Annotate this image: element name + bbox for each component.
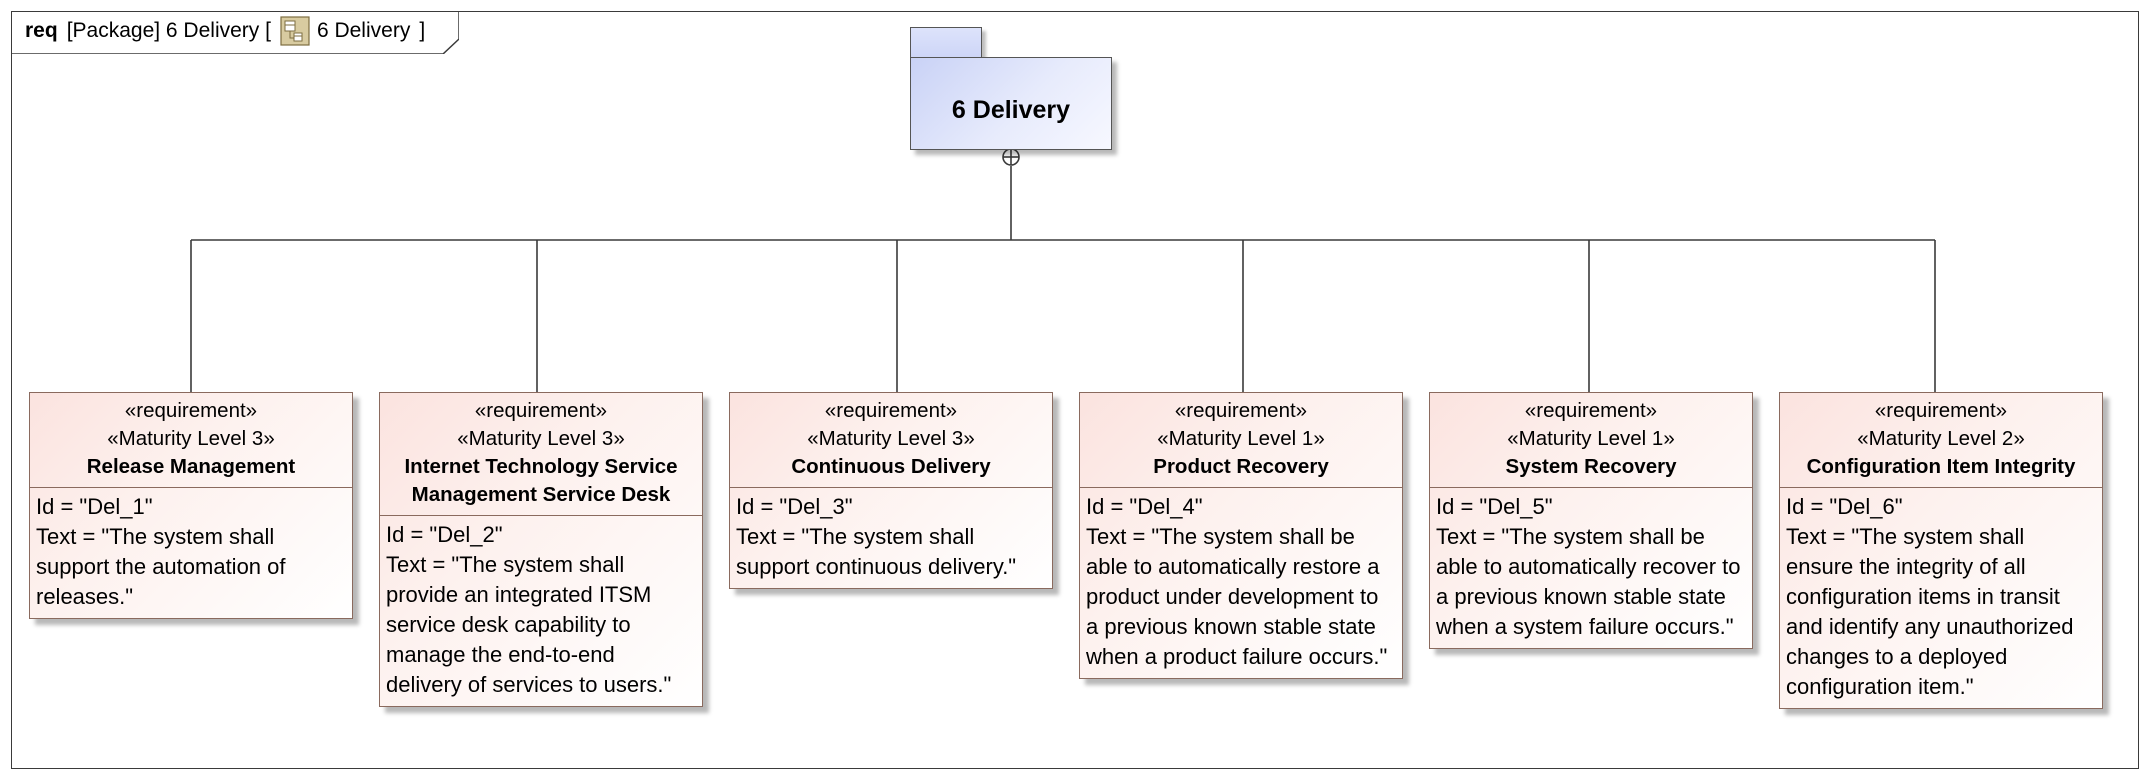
requirement-text: Text = "The system shall be able to auto… (1086, 524, 1388, 669)
requirement-continuous-delivery[interactable]: «requirement» «Maturity Level 3» Continu… (729, 392, 1053, 589)
package-6-delivery[interactable]: 6 Delivery (910, 27, 1112, 150)
requirement-maturity: «Maturity Level 1» (1157, 427, 1325, 450)
requirement-id: Id = "Del_5" (1436, 494, 1553, 519)
requirement-stereotype: «requirement» (1524, 399, 1658, 422)
diagram-header-target: 6 Delivery (316, 19, 411, 42)
requirement-stereotype: «requirement» (1874, 399, 2008, 422)
requirement-name: Continuous Delivery (791, 455, 991, 478)
requirement-header: «requirement» «Maturity Level 1» System … (1430, 393, 1752, 488)
requirement-header: «requirement» «Maturity Level 3» Continu… (730, 393, 1052, 488)
requirement-name: System Recovery (1505, 455, 1677, 478)
package-folder-icon (910, 27, 982, 59)
package-body: 6 Delivery (910, 57, 1112, 150)
requirement-text: Text = "The system shall support continu… (736, 524, 1017, 579)
requirement-body: Id = "Del_1" Text = "The system shall su… (30, 488, 352, 618)
requirement-name: Product Recovery (1153, 455, 1329, 478)
requirement-product-recovery[interactable]: «requirement» «Maturity Level 1» Product… (1079, 392, 1403, 679)
requirement-id: Id = "Del_4" (1086, 494, 1203, 519)
requirement-id: Id = "Del_2" (386, 522, 503, 547)
requirement-text: Text = "The system shall be able to auto… (1436, 524, 1741, 639)
requirement-body: Id = "Del_3" Text = "The system shall su… (730, 488, 1052, 588)
requirement-maturity: «Maturity Level 2» (1857, 427, 2025, 450)
requirement-maturity: «Maturity Level 1» (1507, 427, 1675, 450)
requirement-name: Internet Technology Service Management S… (404, 455, 678, 506)
requirement-release-management[interactable]: «requirement» «Maturity Level 3» Release… (29, 392, 353, 619)
requirement-id: Id = "Del_6" (1786, 494, 1903, 519)
requirement-text: Text = "The system shall ensure the inte… (1786, 524, 2074, 699)
requirement-body: Id = "Del_4" Text = "The system shall be… (1080, 488, 1402, 678)
requirement-stereotype: «requirement» (124, 399, 258, 422)
header-tab-outline (11, 11, 459, 54)
requirement-name: Release Management (86, 455, 296, 478)
requirement-name: Configuration Item Integrity (1806, 455, 2076, 478)
requirement-maturity: «Maturity Level 3» (457, 427, 625, 450)
requirement-body: Id = "Del_5" Text = "The system shall be… (1430, 488, 1752, 648)
requirement-body: Id = "Del_2" Text = "The system shall pr… (380, 516, 702, 706)
requirement-header: «requirement» «Maturity Level 2» Configu… (1780, 393, 2102, 488)
requirement-maturity: «Maturity Level 3» (807, 427, 975, 450)
diagram-frame (11, 11, 2139, 769)
requirement-id: Id = "Del_1" (36, 494, 153, 519)
diagram-header-close: ] (419, 19, 426, 42)
requirement-itsm-service-desk[interactable]: «requirement» «Maturity Level 3» Interne… (379, 392, 703, 707)
requirement-stereotype: «requirement» (1174, 399, 1308, 422)
requirement-text: Text = "The system shall provide an inte… (386, 552, 672, 697)
package-diagram-icon (280, 16, 310, 46)
diagram-kind: req (25, 19, 58, 42)
diagram-header-tab: req [Package] 6 Delivery [ 6 Delivery ] (11, 11, 459, 54)
diagram-header-label: [Package] 6 Delivery [ (66, 19, 271, 42)
requirement-id: Id = "Del_3" (736, 494, 853, 519)
requirement-stereotype: «requirement» (474, 399, 608, 422)
diagram-header-text: req [Package] 6 Delivery [ 6 Delivery ] (25, 16, 425, 46)
package-title: 6 Delivery (951, 96, 1071, 124)
requirement-body: Id = "Del_6" Text = "The system shall en… (1780, 488, 2102, 708)
requirement-header: «requirement» «Maturity Level 3» Interne… (380, 393, 702, 516)
requirement-header: «requirement» «Maturity Level 3» Release… (30, 393, 352, 488)
requirement-header: «requirement» «Maturity Level 1» Product… (1080, 393, 1402, 488)
requirement-stereotype: «requirement» (824, 399, 958, 422)
containment-anchor-icon (1002, 148, 1020, 166)
requirement-system-recovery[interactable]: «requirement» «Maturity Level 1» System … (1429, 392, 1753, 649)
requirement-configuration-item-integrity[interactable]: «requirement» «Maturity Level 2» Configu… (1779, 392, 2103, 709)
requirement-text: Text = "The system shall support the aut… (36, 524, 286, 609)
requirement-maturity: «Maturity Level 3» (107, 427, 275, 450)
